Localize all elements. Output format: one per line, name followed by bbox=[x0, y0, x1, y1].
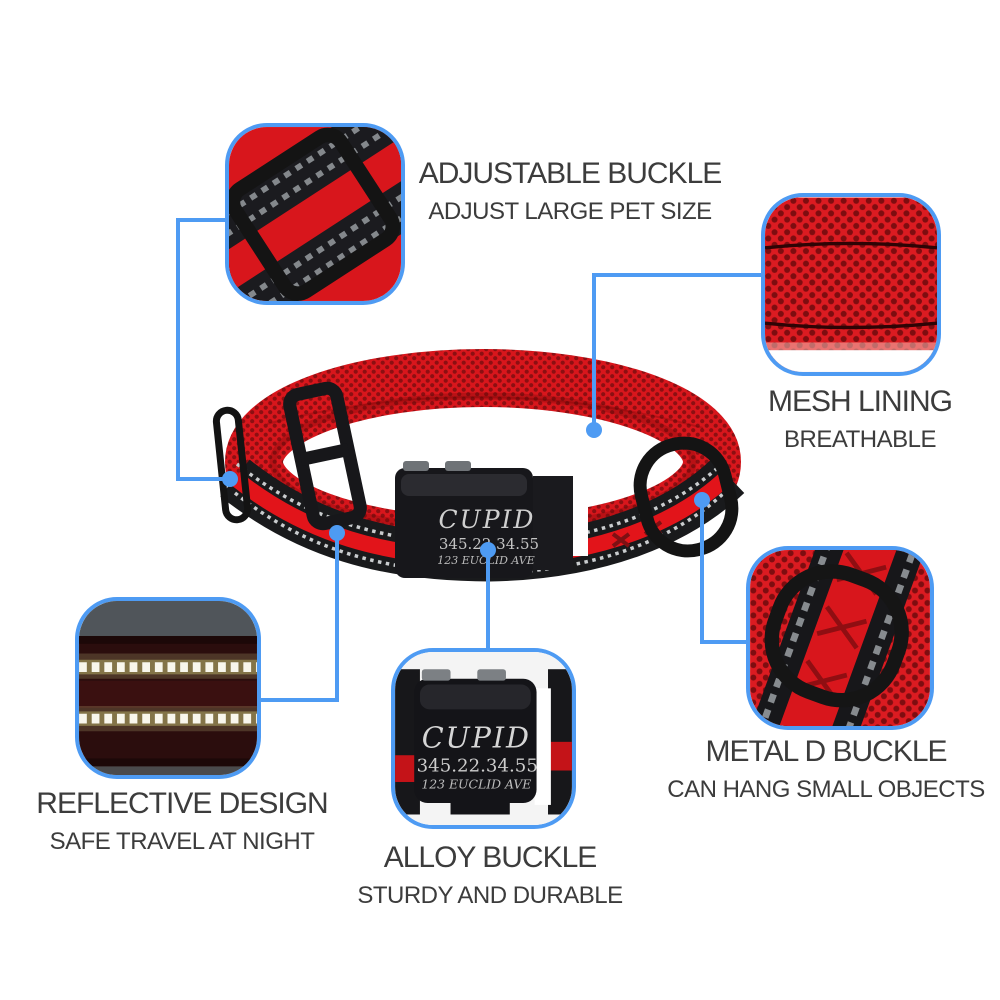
anchor-dot-adjustable bbox=[222, 471, 238, 487]
alloy-engraving-address: 123 EUCLID AVE bbox=[421, 777, 531, 792]
collar-side-ring bbox=[212, 406, 252, 524]
adjustable-buckle-photo bbox=[225, 123, 405, 305]
leader-reflective-v bbox=[335, 533, 339, 702]
collar-adjuster bbox=[283, 381, 367, 531]
alloy-buckle-photo: CUPID 345.22.34.55 123 EUCLID AVE bbox=[391, 648, 576, 829]
callout-reflective-design: REFLECTIVE DESIGN SAFE TRAVEL AT NIGHT bbox=[22, 786, 342, 857]
anchor-dot-dbuckle bbox=[694, 492, 710, 508]
callout-alloy-subtitle: STURDY AND DURABLE bbox=[357, 882, 623, 909]
collar-buckle: CUPID 345.22.34.55 123 EUCLID AVE bbox=[395, 461, 588, 578]
callout-adjustable-subtitle: ADJUST LARGE PET SIZE bbox=[428, 198, 712, 225]
callout-metal-d-buckle: METAL D BUCKLE CAN HANG SMALL OBJECTS bbox=[666, 734, 986, 805]
mesh-lining-photo bbox=[761, 193, 941, 376]
leader-adjustable-h2 bbox=[176, 477, 232, 481]
callout-alloy-buckle: ALLOY BUCKLE STURDY AND DURABLE bbox=[330, 840, 650, 911]
leader-adjustable-h1 bbox=[176, 218, 228, 222]
anchor-dot-reflective bbox=[329, 525, 345, 541]
metal-d-buckle-photo bbox=[746, 546, 934, 730]
callout-mesh-subtitle: BREATHABLE bbox=[784, 426, 936, 453]
callout-mesh-title: MESH LINING bbox=[767, 385, 953, 418]
alloy-engraving-name: CUPID bbox=[422, 721, 531, 755]
reflective-design-photo bbox=[75, 597, 261, 779]
collar-d-ring bbox=[633, 436, 739, 558]
anchor-dot-alloy bbox=[480, 542, 496, 558]
callout-alloy-title: ALLOY BUCKLE bbox=[383, 841, 598, 874]
callout-reflective-title: REFLECTIVE DESIGN bbox=[36, 787, 328, 820]
leader-dbuckle-v bbox=[700, 500, 704, 644]
callout-dbuckle-title: METAL D BUCKLE bbox=[705, 735, 947, 768]
callout-adjustable-title: ADJUSTABLE BUCKLE bbox=[418, 157, 723, 190]
callout-reflective-subtitle: SAFE TRAVEL AT NIGHT bbox=[49, 828, 315, 855]
anchor-dot-mesh bbox=[586, 422, 602, 438]
leader-mesh-h bbox=[592, 273, 763, 277]
callout-dbuckle-subtitle: CAN HANG SMALL OBJECTS bbox=[667, 776, 985, 803]
leader-adjustable-v bbox=[176, 218, 180, 481]
callout-mesh-lining: MESH LINING BREATHABLE bbox=[700, 384, 1000, 455]
buckle-engraving-name: CUPID bbox=[439, 505, 536, 534]
leader-reflective-h bbox=[258, 698, 339, 702]
leader-mesh-v bbox=[592, 273, 596, 430]
callout-adjustable-buckle: ADJUSTABLE BUCKLE ADJUST LARGE PET SIZE bbox=[410, 156, 730, 227]
leader-alloy-v bbox=[486, 550, 490, 652]
alloy-engraving-phone: 345.22.34.55 bbox=[417, 755, 538, 776]
leader-dbuckle-h bbox=[700, 640, 750, 644]
